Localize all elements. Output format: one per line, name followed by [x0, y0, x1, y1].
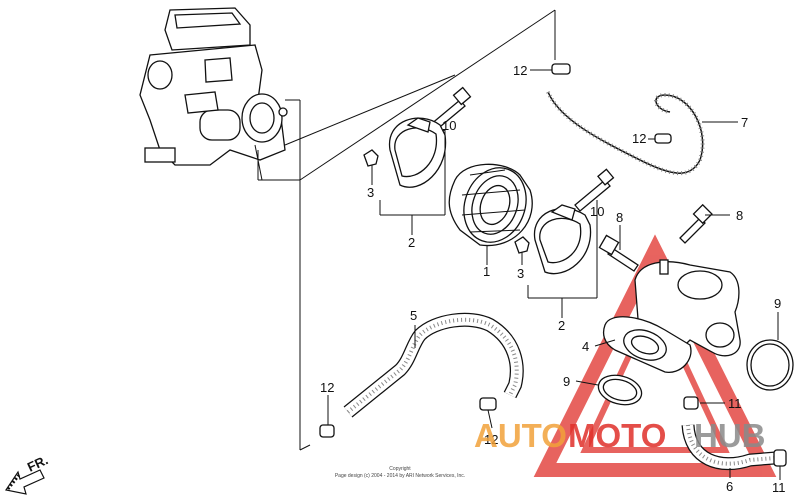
- label-5: 5: [410, 308, 417, 323]
- clip-12-mid: [654, 133, 672, 144]
- clip-12-top: [551, 63, 571, 75]
- clip-11-bottom: [773, 449, 787, 467]
- label-12-mid: 12: [632, 131, 646, 146]
- label-8-right: 8: [736, 208, 743, 223]
- label-12-center: 12: [484, 432, 498, 447]
- svg-text:MOTO: MOTO: [568, 417, 666, 454]
- label-8-left: 8: [616, 210, 623, 225]
- label-12-top: 12: [513, 63, 527, 78]
- label-7: 7: [741, 115, 748, 130]
- label-3-upper: 3: [367, 185, 374, 200]
- label-2-upper: 2: [408, 235, 415, 250]
- nut-3-upper: [363, 149, 379, 167]
- hose-6: [681, 424, 776, 471]
- carburetor: [139, 7, 288, 181]
- intake-manifold-4: [602, 259, 741, 373]
- label-10-lower: 10: [590, 204, 604, 219]
- o-ring-9-right: [746, 339, 794, 391]
- label-11-mid: 11: [728, 396, 742, 411]
- svg-text:HUB: HUB: [694, 417, 766, 454]
- svg-text:AUTO: AUTO: [474, 417, 567, 454]
- nut-3-lower: [514, 236, 530, 254]
- clip-11-mid: [683, 396, 699, 410]
- watermark-text: AUTO MOTO HUB: [474, 417, 766, 454]
- label-1: 1: [483, 264, 490, 279]
- clamp-2-upper: [388, 117, 447, 188]
- clip-12-center: [479, 397, 497, 411]
- hose-5: [343, 312, 524, 418]
- label-12-left: 12: [320, 380, 334, 395]
- label-10-upper: 10: [442, 118, 456, 133]
- clamp-2-lower: [533, 204, 592, 275]
- front-direction-indicator: FR.: [5, 452, 50, 495]
- label-4: 4: [582, 339, 589, 354]
- callout-lines: [327, 69, 781, 480]
- label-9-lower: 9: [563, 374, 570, 389]
- hose-7: [546, 91, 705, 176]
- bolt-10-lower: [574, 168, 615, 212]
- clip-12-left: [319, 424, 335, 438]
- label-2-lower: 2: [558, 318, 565, 333]
- label-6: 6: [726, 479, 733, 494]
- gasket-9-lower: [597, 374, 643, 406]
- bolt-8-left: [598, 234, 639, 272]
- label-11-bottom: 11: [772, 480, 786, 495]
- label-9-right: 9: [774, 296, 781, 311]
- front-label: FR.: [25, 452, 50, 474]
- intake-insulator-1: [448, 163, 533, 247]
- copyright-line-2: Page design (c) 2004 - 2014 by ARI Netwo…: [335, 473, 465, 479]
- assembly-leader-lines: [257, 9, 556, 451]
- bolt-8-right: [679, 203, 713, 244]
- copyright-line-1: Copyright: [389, 466, 411, 472]
- label-3-lower: 3: [517, 266, 524, 281]
- watermark-logo: [533, 234, 777, 477]
